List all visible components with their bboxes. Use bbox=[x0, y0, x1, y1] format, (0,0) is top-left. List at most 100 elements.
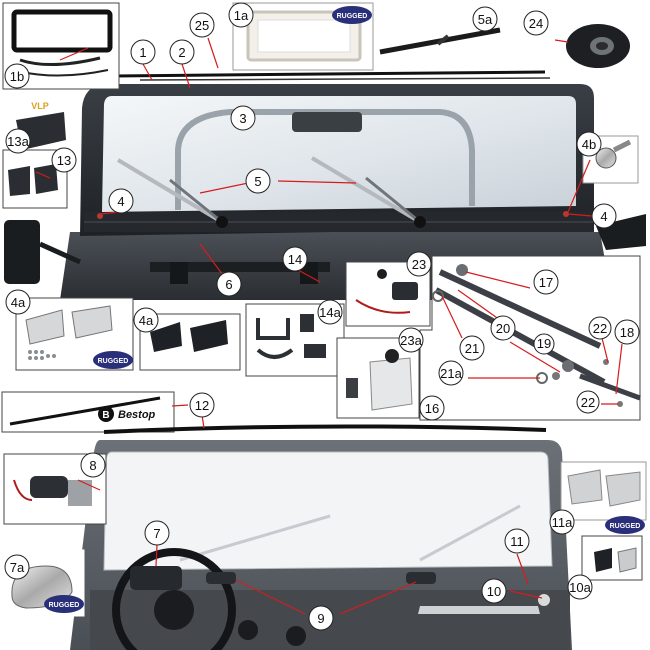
svg-text:4a: 4a bbox=[11, 295, 26, 310]
svg-text:5a: 5a bbox=[478, 12, 493, 27]
inset-4b-screw bbox=[582, 135, 639, 184]
svg-text:6: 6 bbox=[225, 277, 232, 292]
inset-16-wiper-linkage bbox=[419, 255, 641, 421]
speaker-7 bbox=[130, 566, 182, 590]
svg-text:Bestop: Bestop bbox=[118, 409, 156, 421]
svg-text:RUGGED: RUGGED bbox=[98, 358, 129, 365]
callout-4-right: 4 bbox=[591, 203, 617, 229]
svg-text:13: 13 bbox=[57, 153, 71, 168]
callout-14a: 14a bbox=[317, 299, 343, 325]
callout-10: 10 bbox=[481, 578, 507, 604]
top-windshield-assembly bbox=[4, 84, 646, 300]
callout-21: 21 bbox=[459, 335, 485, 361]
inset-4a-hinge-kit-black bbox=[139, 313, 241, 371]
callout-4a-left: 4a bbox=[5, 289, 31, 315]
svg-text:11a: 11a bbox=[552, 515, 573, 530]
callout-6: 6 bbox=[216, 271, 242, 297]
top-wiper-left bbox=[116, 158, 228, 228]
oem-badge-1a: RUGGED bbox=[332, 6, 372, 24]
callout-13a: 13a bbox=[5, 128, 31, 154]
callout-8: 8 bbox=[80, 452, 106, 478]
svg-text:17: 17 bbox=[539, 275, 553, 290]
svg-text:8: 8 bbox=[89, 458, 96, 473]
svg-text:1: 1 bbox=[139, 45, 146, 60]
leader-lines bbox=[35, 37, 623, 615]
callout-1b: 1b bbox=[4, 63, 30, 89]
callout-24: 24 bbox=[523, 10, 549, 36]
windshield-glass bbox=[102, 96, 576, 212]
svg-text:4b: 4b bbox=[582, 137, 596, 152]
callout-5: 5 bbox=[245, 168, 271, 194]
svg-text:21: 21 bbox=[465, 341, 479, 356]
callout-5a: 5a bbox=[472, 6, 498, 32]
callout-11: 11 bbox=[504, 528, 530, 554]
inset-12-bestop-seal: B Bestop bbox=[1, 391, 175, 433]
oem-badge-7a: RUGGED bbox=[44, 595, 84, 613]
svg-text:RUGGED: RUGGED bbox=[610, 523, 641, 530]
svg-text:4a: 4a bbox=[139, 313, 154, 328]
svg-text:12: 12 bbox=[195, 398, 209, 413]
svg-text:22: 22 bbox=[581, 395, 595, 410]
inset-24-knob bbox=[566, 24, 630, 68]
callout-19: 19 bbox=[533, 333, 555, 355]
svg-text:10a: 10a bbox=[569, 580, 591, 595]
weatherstrip-25 bbox=[109, 70, 546, 78]
svg-text:4: 4 bbox=[117, 194, 124, 209]
callout-12: 12 bbox=[189, 392, 215, 418]
callout-1: 1 bbox=[130, 39, 156, 65]
callout-7: 7 bbox=[144, 520, 170, 546]
defroster-vent-right bbox=[406, 572, 436, 584]
inset-4a-hinge-kit bbox=[15, 297, 134, 371]
hinge-bolt-right bbox=[563, 211, 569, 217]
svg-text:18: 18 bbox=[620, 325, 634, 340]
inset-11a-plates bbox=[560, 461, 647, 521]
svg-text:23: 23 bbox=[412, 257, 426, 272]
svg-text:7: 7 bbox=[153, 526, 160, 541]
oem-badge-11a: RUGGED bbox=[605, 516, 645, 534]
callout-22-top: 22 bbox=[588, 316, 612, 340]
svg-text:RUGGED: RUGGED bbox=[337, 13, 368, 20]
callout-16: 16 bbox=[419, 395, 445, 421]
svg-text:VLP: VLP bbox=[31, 101, 49, 111]
svg-text:21a: 21a bbox=[440, 366, 462, 381]
oem-badge-4a: RUGGED bbox=[93, 351, 133, 369]
svg-text:23a: 23a bbox=[400, 333, 422, 348]
grey-glass bbox=[103, 451, 553, 571]
svg-text:4: 4 bbox=[600, 209, 607, 224]
callout-labels: 1 1a 1b 2 3 4 4 4a 4a 4b 5 5a 6 7 7a 8 9… bbox=[4, 2, 640, 631]
callout-11a: 11a bbox=[549, 509, 575, 535]
svg-text:14a: 14a bbox=[319, 305, 341, 320]
callout-4a-right: 4a bbox=[133, 307, 159, 333]
hinge-bolt-left bbox=[97, 213, 103, 219]
roll-bar bbox=[175, 109, 475, 210]
svg-text:7a: 7a bbox=[10, 560, 25, 575]
svg-text:B: B bbox=[102, 410, 109, 421]
callout-3: 3 bbox=[230, 105, 256, 131]
seal-strip-12 bbox=[103, 424, 547, 434]
top-wiper-right bbox=[310, 156, 426, 228]
callout-23a: 23a bbox=[398, 327, 424, 353]
hood-latch-left bbox=[170, 262, 188, 284]
svg-text:RUGGED: RUGGED bbox=[49, 602, 80, 609]
steering-wheel bbox=[112, 548, 236, 650]
svg-text:22: 22 bbox=[593, 321, 607, 336]
svg-text:16: 16 bbox=[425, 401, 439, 416]
callout-9: 9 bbox=[308, 605, 334, 631]
callout-2: 2 bbox=[169, 39, 195, 65]
callout-1a: 1a bbox=[228, 2, 254, 28]
svg-text:13a: 13a bbox=[7, 134, 29, 149]
hinge-10 bbox=[538, 594, 550, 606]
svg-text:1b: 1b bbox=[10, 69, 24, 84]
callout-21a: 21a bbox=[438, 360, 464, 386]
callout-17: 17 bbox=[533, 269, 559, 295]
callout-22-bottom: 22 bbox=[576, 390, 600, 414]
svg-text:25: 25 bbox=[195, 18, 209, 33]
oem-badge-logos: RUGGED RUGGED RUGGED RUGGED bbox=[44, 6, 645, 613]
callout-10a: 10a bbox=[567, 574, 593, 600]
svg-text:11: 11 bbox=[510, 534, 524, 549]
inset-23a-reservoir bbox=[336, 337, 420, 419]
rear-view-mirror bbox=[292, 112, 362, 132]
svg-text:14: 14 bbox=[288, 252, 302, 267]
side-mirror-left bbox=[4, 220, 82, 284]
